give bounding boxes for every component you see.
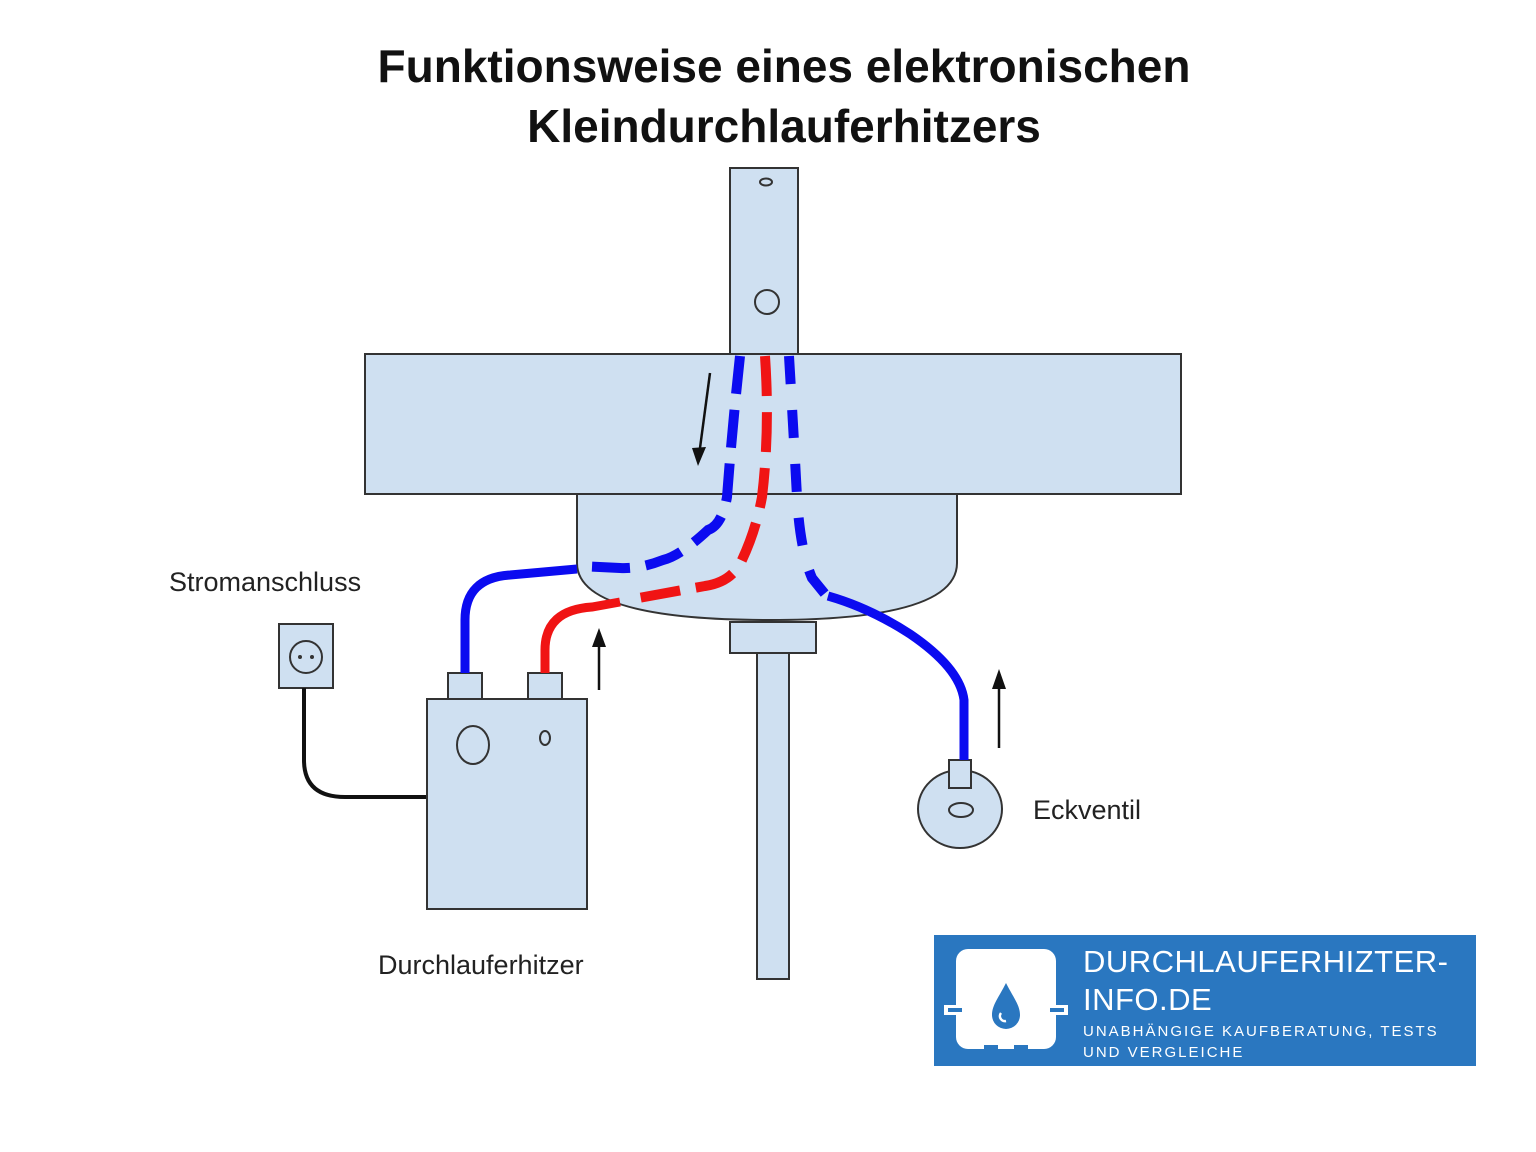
brand-tagline: UNABHÄNGIGE KAUFBERATUNG, TESTS UND VERG… — [1083, 1021, 1463, 1063]
drain-nut — [729, 621, 817, 654]
valve-connector — [948, 759, 972, 789]
countertop — [364, 353, 1182, 495]
brand-tagline-line-1: UNABHÄNGIGE KAUFBERATUNG, TESTS — [1083, 1023, 1439, 1040]
title-line-1: Funktionsweise eines elektronischen — [377, 40, 1191, 92]
title-line-2: Kleindurchlauferhitzers — [527, 100, 1041, 152]
faucet-outlet — [759, 177, 773, 187]
socket-pin-left — [298, 655, 302, 659]
flow-arrow-up-valve — [992, 669, 1006, 748]
flow-arrow-up-heater — [592, 628, 606, 690]
label-angle-valve: Eckventil — [1033, 795, 1142, 825]
brand-name: DURCHLAUFERHIZTER- INFO.DE — [1083, 943, 1463, 1019]
hot-line-to-faucet-dashed — [627, 355, 772, 605]
valve-handle — [948, 802, 974, 818]
water-heater — [426, 698, 588, 910]
label-power-connection: Stromanschluss — [169, 567, 362, 597]
faucet — [729, 167, 799, 355]
flow-arrow-down — [692, 372, 712, 466]
diagram-title: Funktionsweise eines elektronischen Klei… — [0, 36, 1536, 156]
brand-tagline-line-2: UND VERGLEICHE — [1083, 1044, 1245, 1061]
brand-banner: DURCHLAUFERHIZTER- INFO.DE UNABHÄNGIGE K… — [934, 935, 1476, 1066]
water-drop-icon — [944, 949, 1068, 1057]
cold-line-to-heater-dashed — [579, 355, 745, 574]
heater-connector-hot — [527, 672, 563, 700]
socket-face — [289, 640, 323, 674]
faucet-knob — [754, 289, 780, 315]
heater-indicator — [539, 730, 551, 746]
power-socket — [278, 623, 334, 689]
cold-hose-from-valve — [826, 591, 969, 760]
brand-name-line-1: DURCHLAUFERHIZTER- — [1083, 944, 1449, 979]
heater-connector-cold — [447, 672, 483, 700]
heater-dial — [456, 725, 490, 765]
cold-hose-to-heater — [460, 564, 578, 673]
drain-pipe — [756, 652, 790, 980]
hot-hose-from-heater — [540, 597, 621, 673]
label-water-heater: Durchlauferhitzer — [378, 950, 584, 980]
brand-name-line-2: INFO.DE — [1083, 982, 1213, 1017]
socket-pin-right — [310, 655, 314, 659]
sink-basin — [576, 493, 958, 622]
power-cable — [302, 688, 427, 799]
